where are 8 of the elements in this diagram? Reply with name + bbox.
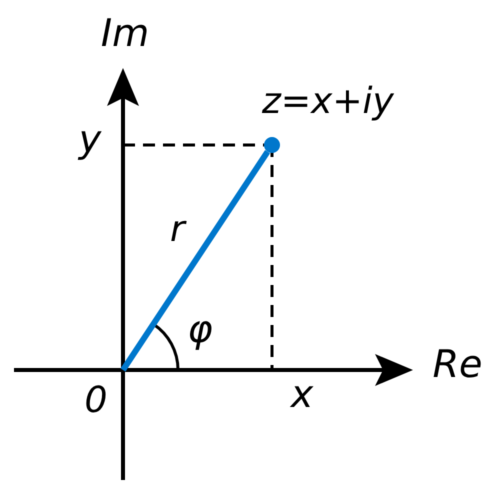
axis-label: Im (100, 14, 150, 52)
point-marker (264, 137, 280, 153)
axis-label: Re (432, 345, 484, 383)
origin-label: 0 (76, 378, 116, 424)
point-label: z=x+iy (262, 84, 394, 120)
coordinate-label: x (289, 375, 314, 413)
coordinate-label: y (76, 120, 102, 158)
angle-label: φ (186, 310, 214, 348)
